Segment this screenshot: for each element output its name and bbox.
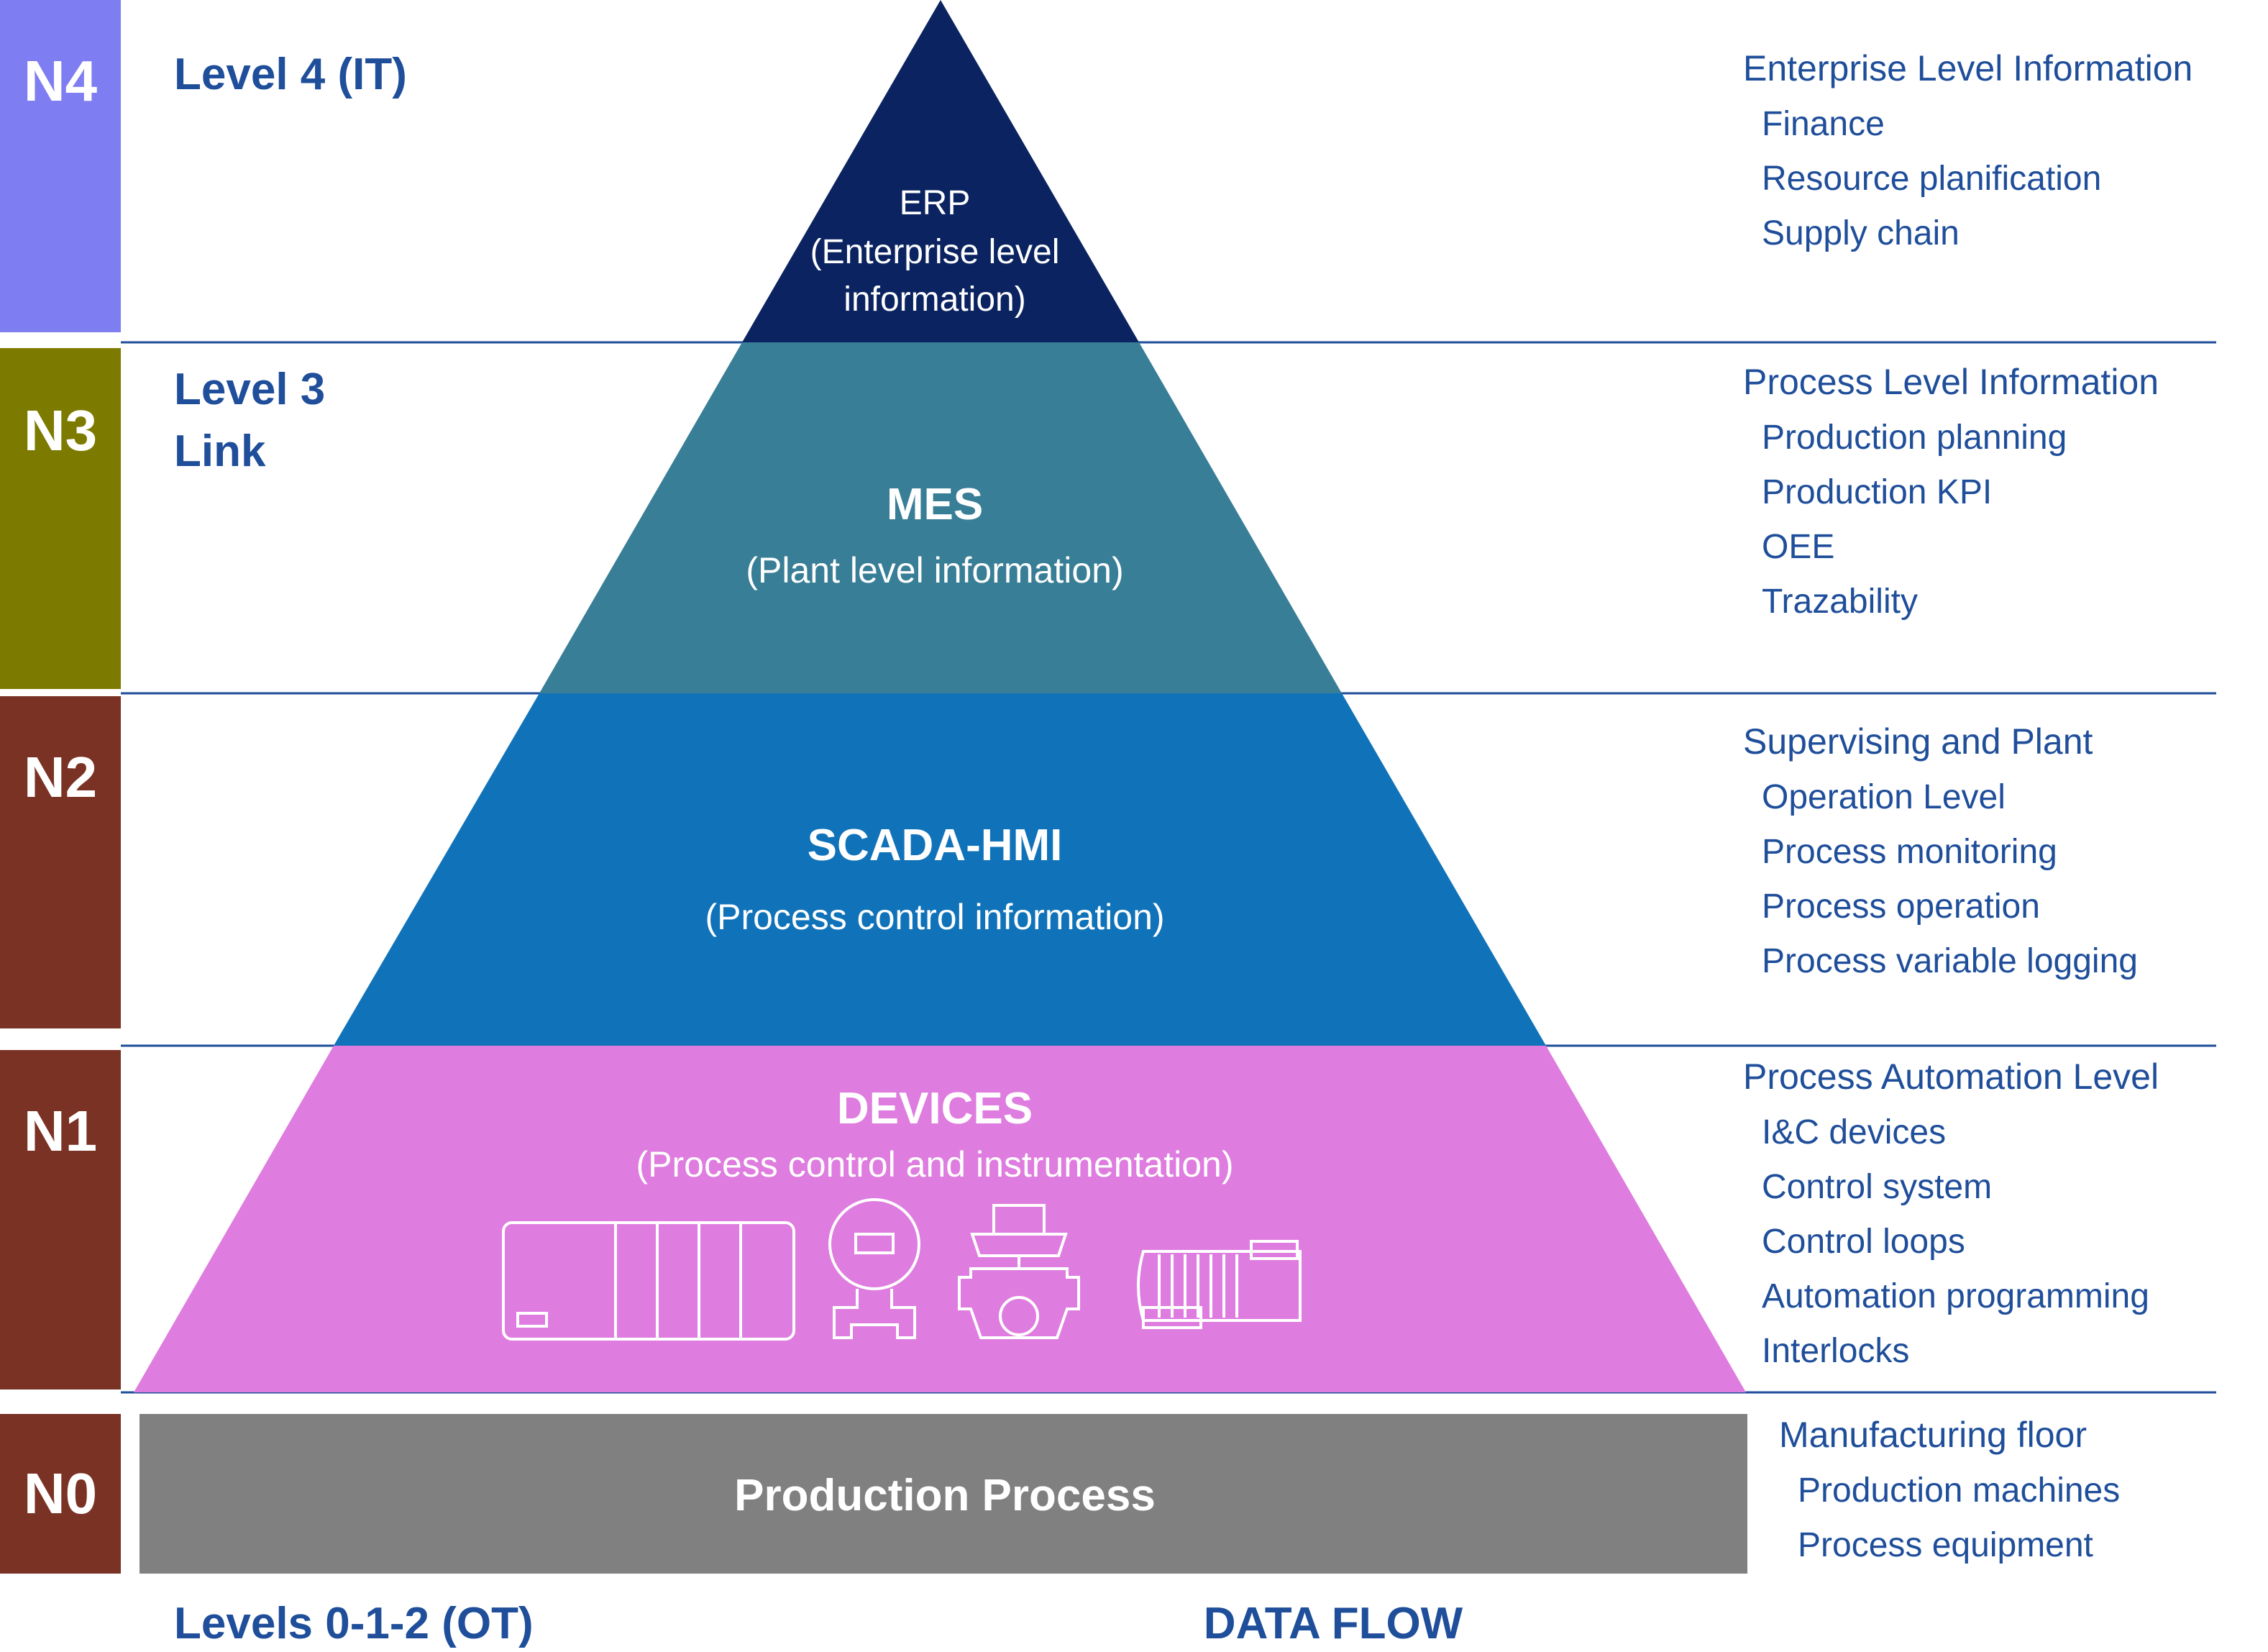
info-n2-item: Process variable logging — [1762, 942, 2138, 980]
level-badges: N4 N3 N2 N1 N0 — [0, 0, 121, 1574]
info-n4-item: Supply chain — [1762, 214, 1960, 252]
badge-n3-bg — [0, 348, 121, 689]
info-panel: Enterprise Level Information Finance Res… — [1743, 48, 2192, 1564]
data-flow-label: DATA FLOW — [1204, 1599, 1463, 1648]
mes-title: MES — [887, 480, 983, 529]
ot-levels-label: Levels 0-1-2 (OT) — [174, 1599, 534, 1648]
level-labels: Level 4 (IT) Level 3 Link — [174, 50, 407, 476]
badge-n1-bg — [0, 1050, 121, 1389]
scada-title: SCADA-HMI — [808, 821, 1063, 870]
tier-devices — [134, 1046, 1746, 1392]
pressure-transmitter-icon — [828, 1198, 920, 1339]
badge-n4: N4 — [24, 49, 98, 113]
erp-line3: information) — [843, 280, 1025, 319]
info-n3-item: Production planning — [1762, 419, 2067, 457]
info-n3-heading: Process Level Information — [1743, 362, 2159, 402]
info-n3-item: Trazability — [1762, 583, 1918, 621]
info-n1-item: Automation programming — [1762, 1277, 2149, 1315]
electric-motor-icon — [1137, 1240, 1302, 1329]
info-n4-item: Finance — [1762, 105, 1885, 143]
tier-scada — [334, 693, 1546, 1046]
production-process-bar — [140, 1414, 1747, 1574]
footer: Levels 0-1-2 (OT) DATA FLOW — [174, 1599, 1463, 1648]
devices-subtitle: (Process control and instrumentation) — [636, 1144, 1234, 1185]
tier-erp — [742, 0, 1139, 342]
info-n2-item: Process monitoring — [1762, 833, 2057, 871]
info-n2-item: Process operation — [1762, 887, 2040, 926]
level-4-label: Level 4 (IT) — [174, 50, 407, 99]
info-n2-heading: Supervising and Plant — [1743, 721, 2093, 762]
tier-mes — [539, 342, 1342, 693]
badge-n3: N3 — [24, 398, 97, 462]
plc-icon — [502, 1221, 795, 1341]
badge-n0-bg — [0, 1414, 121, 1574]
info-n0-heading: Manufacturing floor — [1779, 1415, 2087, 1455]
info-n1-heading: Process Automation Level — [1743, 1057, 2159, 1097]
info-n1-item: Control loops — [1762, 1223, 1965, 1261]
info-n0-item: Production machines — [1798, 1471, 2120, 1510]
badge-n2: N2 — [24, 745, 97, 809]
info-n3-item: OEE — [1762, 528, 1834, 566]
info-n4-item: Resource planification — [1762, 160, 2101, 198]
info-n3-item: Production KPI — [1762, 473, 1992, 511]
level-3-label-line1: Level 3 — [174, 365, 325, 414]
level-3-label-line2: Link — [174, 426, 266, 476]
info-n1-item: Control system — [1762, 1168, 1992, 1206]
badge-n1: N1 — [24, 1099, 97, 1163]
production-process-label: Production Process — [734, 1471, 1156, 1520]
control-valve-icon — [958, 1204, 1080, 1339]
badge-n2-bg — [0, 696, 121, 1028]
erp-line1: ERP — [900, 184, 971, 222]
info-n0-item: Process equipment — [1798, 1526, 2093, 1564]
scada-subtitle: (Process control information) — [705, 897, 1164, 937]
info-n4-heading: Enterprise Level Information — [1743, 48, 2192, 88]
mes-subtitle: (Plant level information) — [746, 550, 1123, 590]
erp-line2: (Enterprise level — [810, 233, 1060, 271]
badge-n0: N0 — [24, 1461, 97, 1525]
badge-n4-bg — [0, 0, 121, 332]
pyramid: ERP (Enterprise level information) MES (… — [134, 0, 1747, 1574]
info-n1-item: I&C devices — [1762, 1113, 1946, 1151]
info-n1-item: Interlocks — [1762, 1332, 1909, 1370]
devices-title: DEVICES — [837, 1084, 1033, 1133]
info-n2-item: Operation Level — [1762, 778, 2006, 816]
